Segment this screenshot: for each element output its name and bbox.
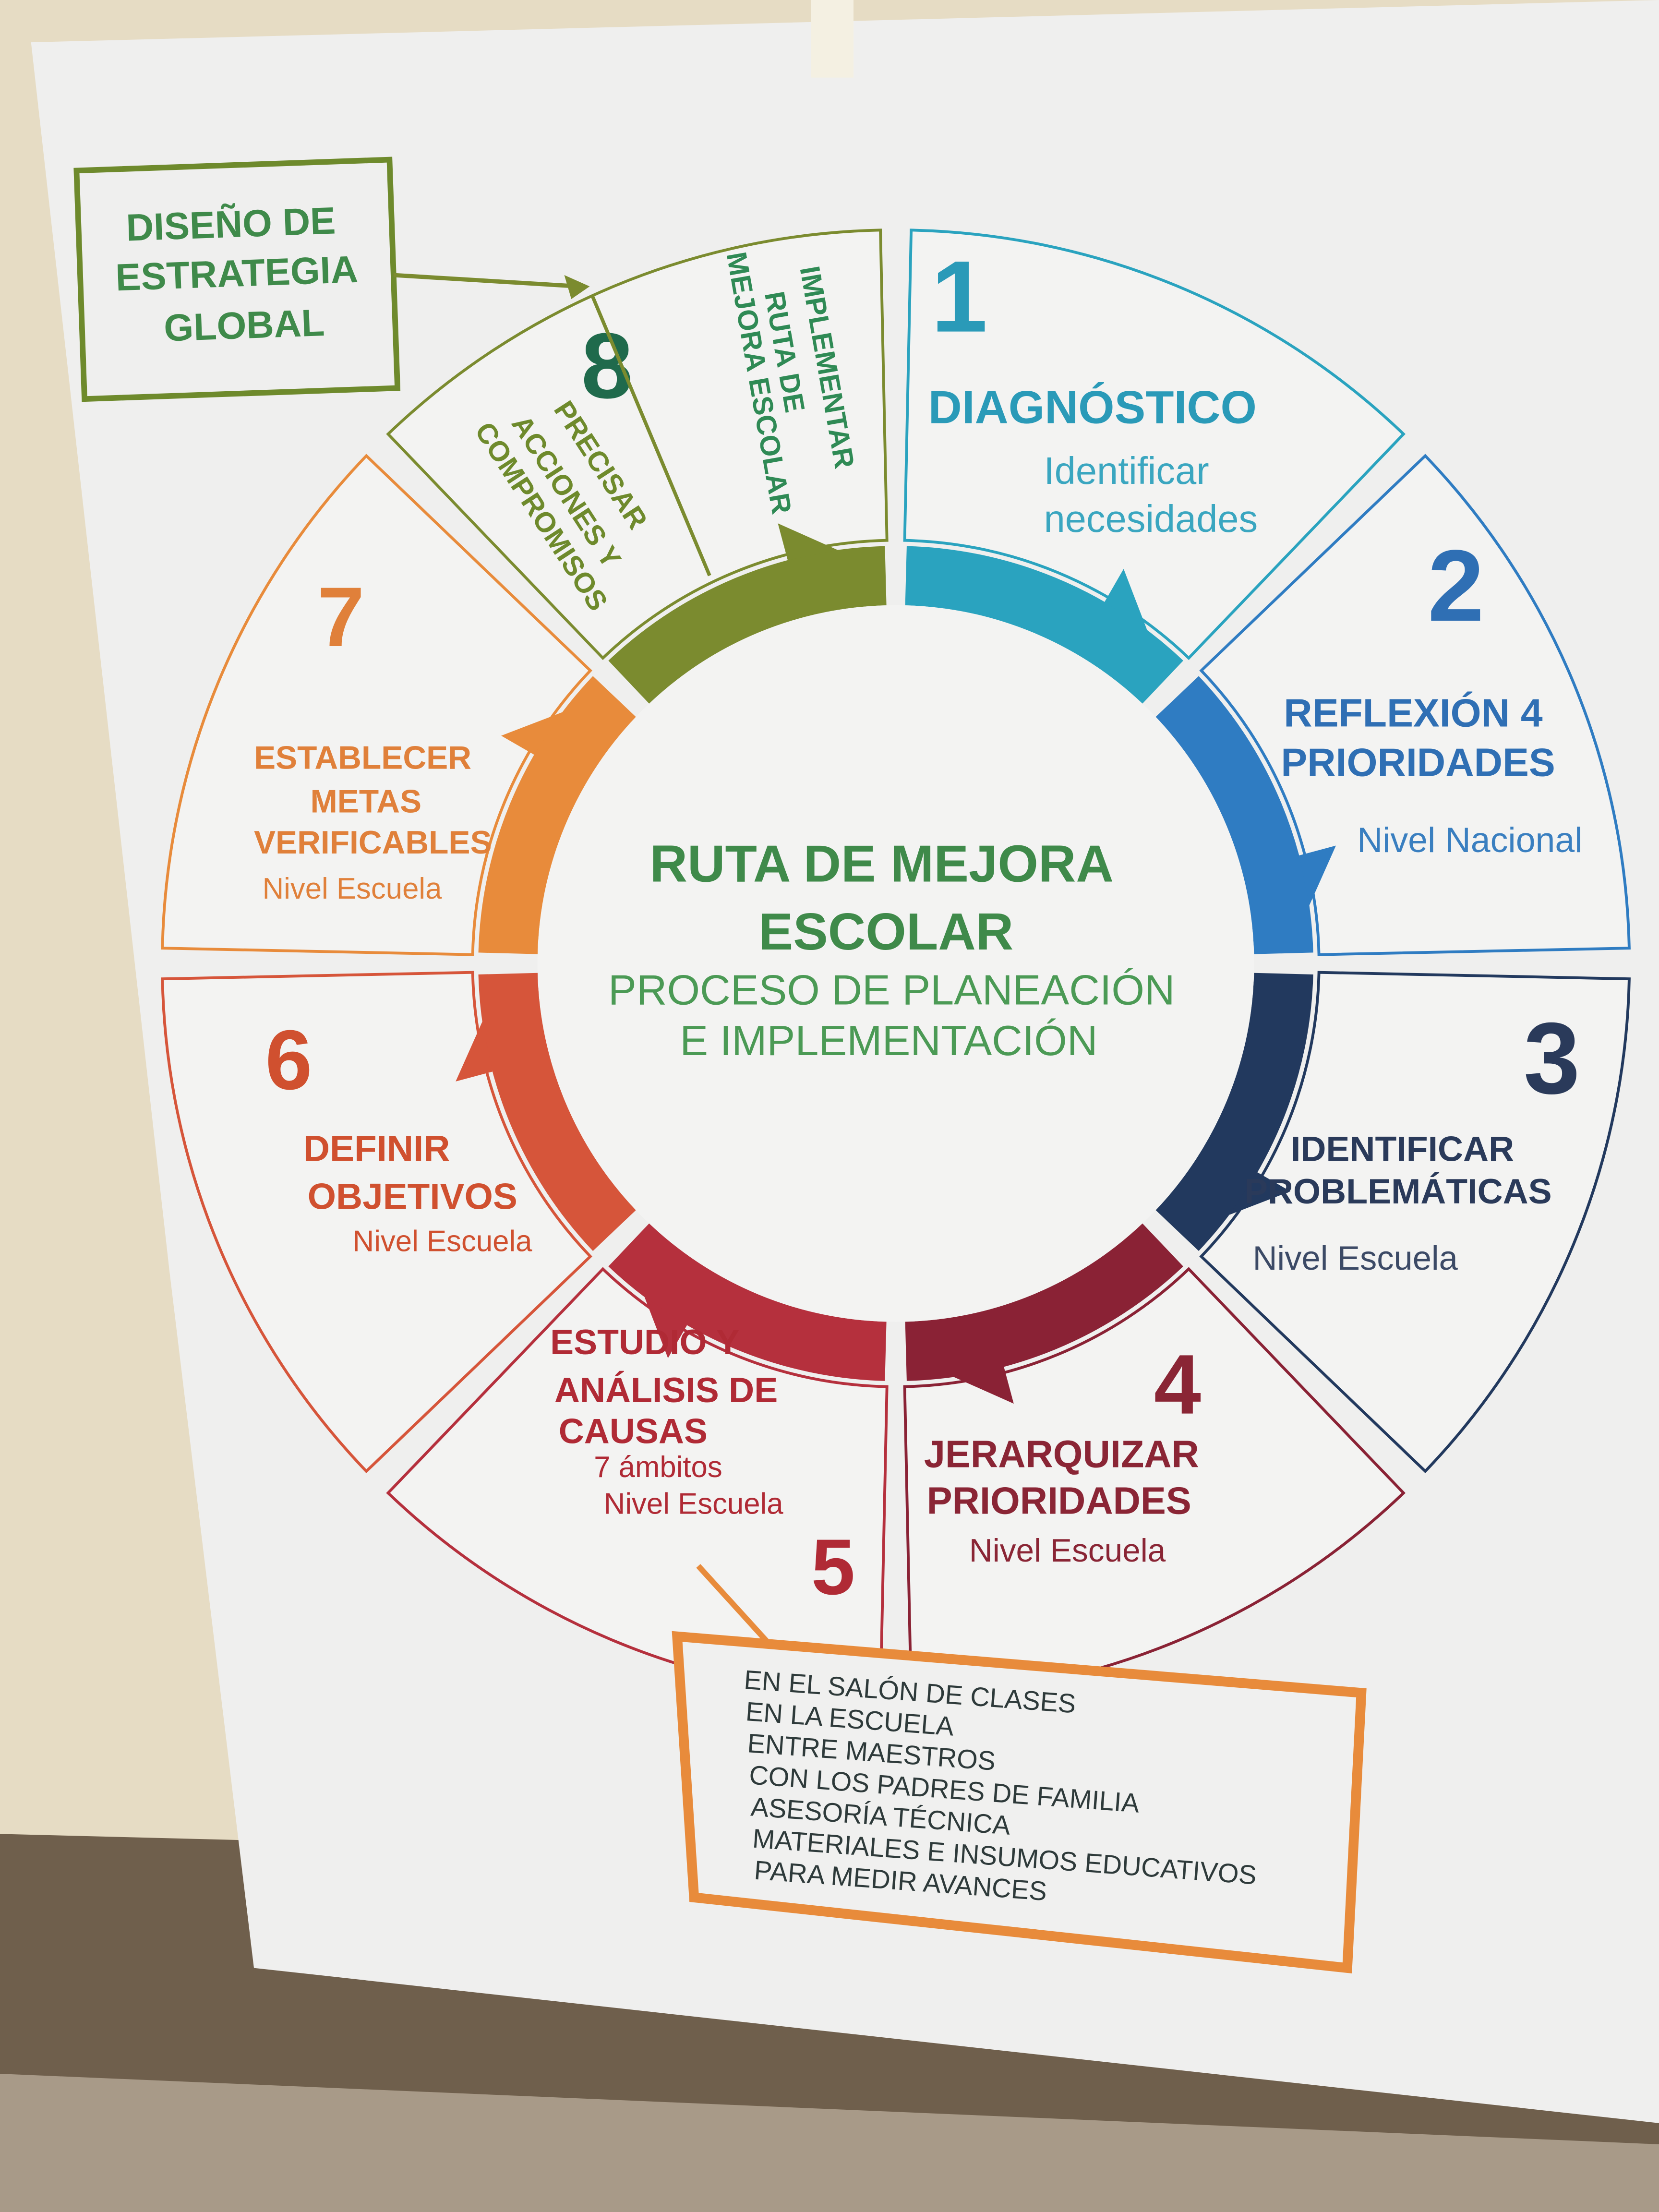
step-title: DEFINIR (303, 1129, 450, 1169)
arrow-notch-icon (778, 523, 838, 560)
step-title: REFLEXIÓN 4 (1284, 691, 1543, 735)
step-title: PROBLEMÁTICAS (1244, 1171, 1552, 1211)
step-title: DIAGNÓSTICO (928, 381, 1257, 433)
step-number: 6 (265, 1013, 312, 1107)
subtitle-line: PROCESO DE PLANEACIÓN (608, 966, 1175, 1013)
ambitos-box (672, 1631, 1367, 1973)
arrow-notch-icon (1299, 845, 1336, 906)
arrow-notch-icon (644, 1297, 687, 1358)
step-detail: Nivel Escuela (353, 1225, 532, 1258)
step-segment-8 (386, 228, 889, 661)
step-detail: Nivel Escuela (1253, 1239, 1458, 1277)
strategy-box (73, 156, 401, 402)
step-detail: necesidades (1044, 497, 1258, 540)
step-detail: Nivel Nacional (1357, 820, 1582, 860)
cycle-ring-arc-4 (905, 1223, 1183, 1381)
step-title: PRIORIDADES (927, 1479, 1191, 1522)
step-title: JERARQUIZAR (924, 1432, 1199, 1475)
step-detail: Identificar (1044, 449, 1209, 492)
step-number: 2 (1428, 529, 1484, 642)
step-title: IDENTIFICAR (1291, 1129, 1514, 1169)
step-segment-3 (1199, 971, 1631, 1474)
arrow-notch-icon (1105, 569, 1147, 630)
step-number: 5 (811, 1523, 855, 1611)
step-segment-2 (1199, 454, 1631, 956)
step-title: ANÁLISIS DE (554, 1370, 778, 1410)
arrowhead-icon (564, 275, 590, 300)
step-title: METAS (311, 784, 422, 820)
cycle-ring-arc-2 (1155, 676, 1313, 954)
step-number: 1 (931, 240, 988, 353)
strategy-line: DISEÑO DE (125, 199, 336, 249)
title-line: ESCOLAR (758, 903, 1014, 961)
strategy-line: GLOBAL (163, 301, 325, 349)
step-number: 4 (1154, 1337, 1201, 1432)
cycle-ring-arc-8 (608, 546, 887, 704)
strategy-connector (393, 273, 579, 289)
arrow-notch-icon (501, 712, 563, 755)
step-detail: Nivel Escuela (604, 1487, 783, 1520)
step-number: 3 (1524, 1001, 1580, 1115)
step-title: ESTUDIO Y (550, 1322, 740, 1362)
arrow-notch-icon (954, 1367, 1014, 1404)
step-detail: Nivel Escuela (263, 872, 442, 905)
step-segment-6 (161, 971, 592, 1474)
step8-divider (590, 295, 711, 577)
step-detail: Nivel Escuela (969, 1533, 1166, 1569)
step-segment-1 (903, 228, 1406, 661)
cycle-ring-arc-5 (608, 1223, 887, 1381)
step-title: ESTABLECER (254, 740, 471, 776)
arrow-notch-icon (1229, 1172, 1291, 1215)
cycle-ring-arc-6 (478, 973, 636, 1251)
arrow-notch-icon (456, 1022, 493, 1082)
step-title: OBJETIVOS (308, 1177, 517, 1217)
wheel-center (537, 605, 1254, 1322)
step-detail: 7 ámbitos (594, 1451, 722, 1484)
title-line: RUTA DE MEJORA (650, 835, 1114, 893)
strategy-line: ESTRATEGIA (115, 248, 359, 299)
step-title: PRIORIDADES (1281, 741, 1555, 784)
cycle-ring-arc-1 (905, 546, 1183, 704)
step-number: 7 (317, 570, 364, 664)
cycle-ring-arc-3 (1155, 973, 1313, 1251)
step-title: CAUSAS (559, 1411, 708, 1451)
callout-connector (696, 1564, 771, 1646)
step-title: VERIFICABLES (254, 825, 492, 861)
subtitle-line: E IMPLEMENTACIÓN (680, 1017, 1097, 1064)
cycle-ring-arc-7 (478, 676, 636, 954)
tape (811, 0, 854, 78)
step-segment-7 (161, 454, 592, 956)
floor-trim (0, 2074, 1659, 2212)
